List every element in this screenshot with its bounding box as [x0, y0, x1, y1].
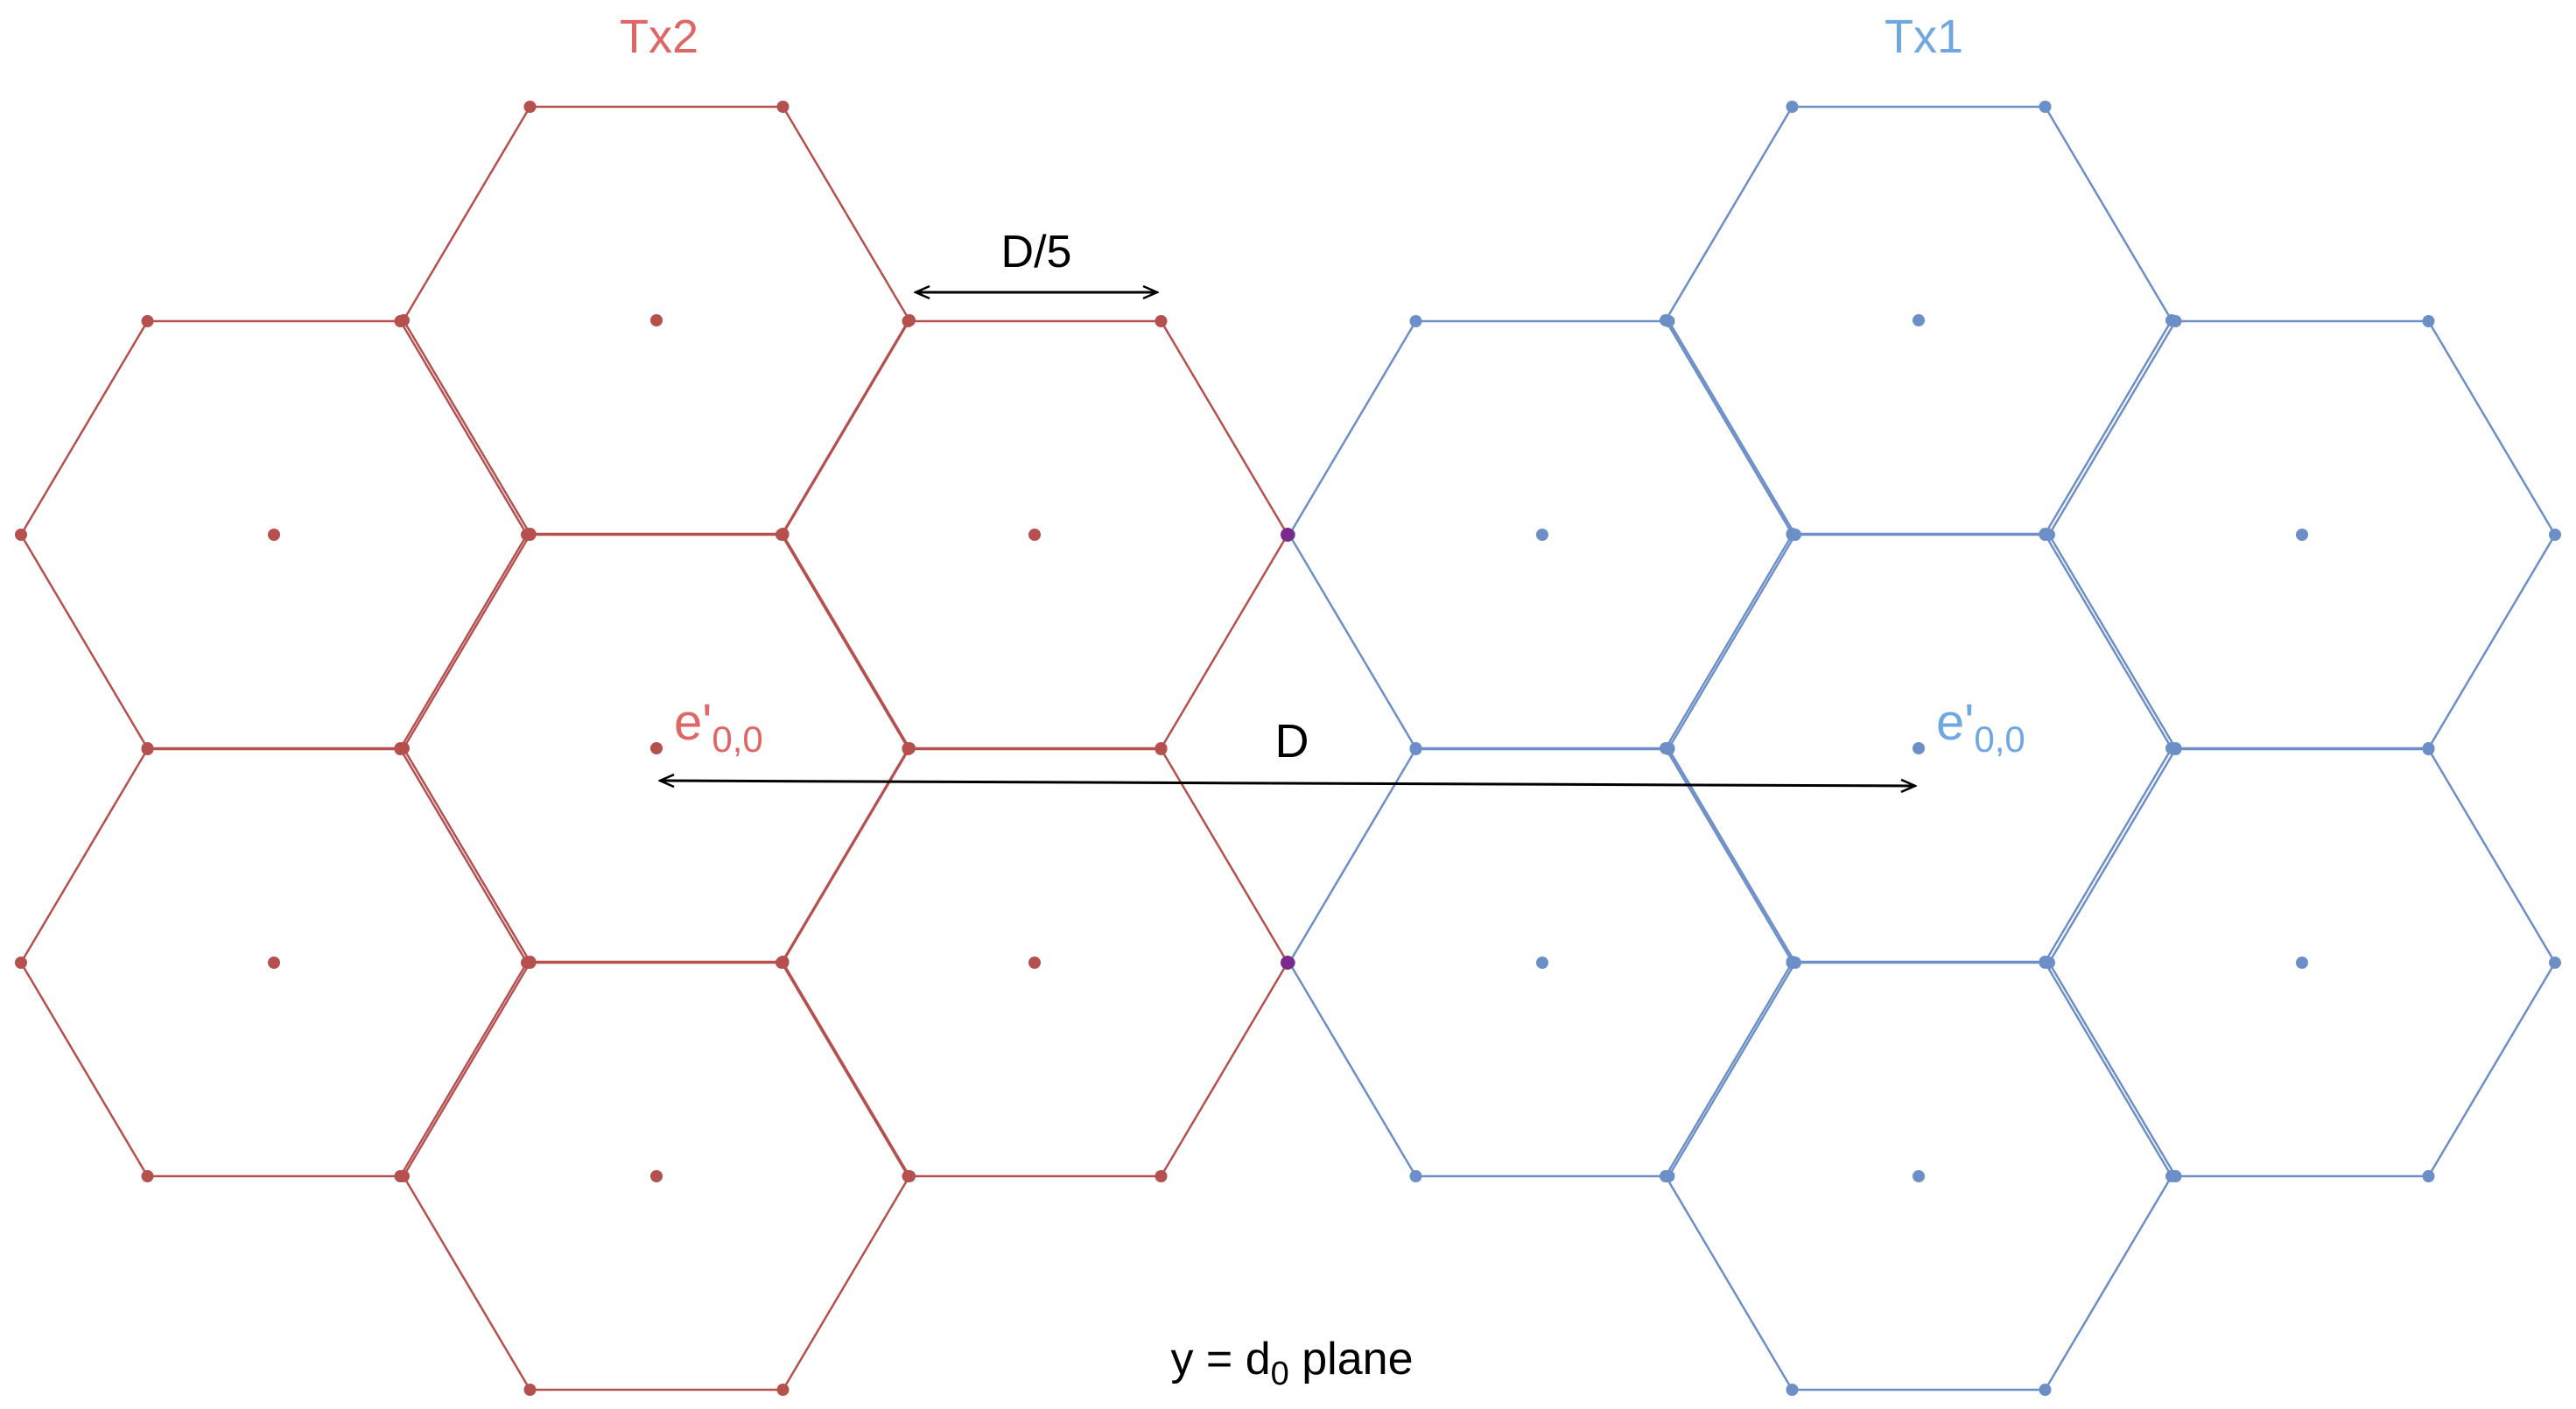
- tx1-vertex-point: [1786, 1384, 1799, 1396]
- shared-vertices: [1281, 528, 1295, 970]
- tx2-vertex-point: [1155, 1170, 1168, 1182]
- tx2-vertex-point: [397, 1170, 410, 1182]
- tx1-vertex-point: [2039, 957, 2052, 969]
- tx1-vertex-point: [2422, 315, 2435, 327]
- tx2-center-point: [1028, 529, 1041, 541]
- tx1-origin-label-sub: 0,0: [1974, 719, 2025, 760]
- tx1-vertex-point: [1662, 315, 1675, 327]
- tx1-vertex-point: [2039, 101, 2052, 113]
- plane-label-sub: 0: [1271, 1356, 1289, 1392]
- tx1-vertex-point: [2422, 1170, 2435, 1182]
- tx2-center-point: [650, 314, 663, 326]
- tx2-center-point: [1028, 957, 1041, 969]
- tx1-label: Tx1: [1885, 11, 1963, 63]
- tx2-vertex-point: [394, 315, 407, 327]
- tx2-vertex-point: [1155, 315, 1168, 327]
- tx1-center-point: [1536, 529, 1548, 541]
- tx2-origin-label-base: e': [674, 694, 712, 751]
- tx2-hexagon-grid: [15, 101, 1294, 1396]
- tx1-center-point: [1913, 314, 1925, 326]
- tx2-center-point: [650, 742, 663, 754]
- tx1-vertex-point: [1409, 1170, 1422, 1182]
- tx1-center-point: [1536, 957, 1548, 969]
- plane-label-post: plane: [1289, 1334, 1414, 1384]
- tx1-vertex-point: [2039, 1384, 2052, 1396]
- tx2-vertex-point: [15, 957, 27, 969]
- tx1-vertex-point: [2422, 743, 2435, 755]
- tx2-vertex-point: [141, 1170, 154, 1182]
- tx1-vertex-point: [2165, 1170, 2178, 1182]
- tx1-center-point: [1913, 1170, 1925, 1182]
- tx2-vertex-point: [1155, 743, 1168, 755]
- cell-width-label: D/5: [1001, 227, 1072, 277]
- tx2-vertex-point: [523, 1384, 537, 1396]
- tx2-vertex-point: [394, 743, 407, 755]
- tx1-vertex-point: [2549, 529, 2561, 541]
- tx2-vertex-point: [902, 743, 915, 755]
- tx2-vertex-point: [523, 529, 537, 541]
- tx2-vertex-point: [523, 101, 537, 113]
- tx1-center-point: [1913, 742, 1925, 754]
- tx1-vertex-point: [1662, 743, 1675, 755]
- tx2-vertex-point: [776, 957, 790, 969]
- tx1-vertex-point: [2549, 957, 2561, 969]
- tx1-center-point: [2296, 529, 2308, 541]
- tx1-vertex-point: [2169, 315, 2182, 327]
- tx2-vertex-point: [902, 315, 915, 327]
- tx2-center-point: [268, 529, 280, 541]
- tx2-vertex-point: [776, 529, 790, 541]
- tx1-origin-label-base: e': [1936, 694, 1974, 751]
- tx1-vertex-point: [1786, 957, 1799, 969]
- shared-vertex-point: [1281, 956, 1295, 970]
- tx1-vertex-point: [1786, 101, 1799, 113]
- tx1-vertex-point: [2039, 529, 2052, 541]
- tx2-origin-label: e'0,0: [674, 694, 763, 760]
- tx2-vertex-point: [141, 315, 154, 327]
- tx2-vertex-point: [15, 529, 27, 541]
- tx2-vertex-point: [776, 101, 790, 113]
- tx1-vertex-point: [1409, 743, 1422, 755]
- tx1-vertex-point: [1660, 1170, 1672, 1182]
- distance-label: D: [1275, 715, 1309, 768]
- shared-vertex-point: [1281, 528, 1295, 542]
- tx1-vertex-point: [1409, 315, 1422, 327]
- tx2-label: Tx2: [620, 11, 698, 63]
- plane-label-pre: y = d: [1170, 1334, 1270, 1384]
- tx2-vertex-point: [141, 743, 154, 755]
- distance-arrow: [660, 781, 1915, 786]
- tx2-vertex-point: [523, 957, 537, 969]
- tx1-vertex-point: [1786, 529, 1799, 541]
- tx2-vertex-point: [776, 1384, 790, 1396]
- tx2-center-point: [268, 957, 280, 969]
- tx1-vertex-point: [2169, 743, 2182, 755]
- tx2-origin-label-sub: 0,0: [712, 719, 762, 760]
- plane-label: y = d0 plane: [1170, 1334, 1413, 1392]
- tx1-hexagon-grid: [1283, 101, 2561, 1396]
- tx2-vertex-point: [903, 1170, 916, 1182]
- tx2-center-point: [650, 1170, 663, 1182]
- tx1-center-point: [2296, 957, 2308, 969]
- tx1-origin-label: e'0,0: [1936, 694, 2025, 760]
